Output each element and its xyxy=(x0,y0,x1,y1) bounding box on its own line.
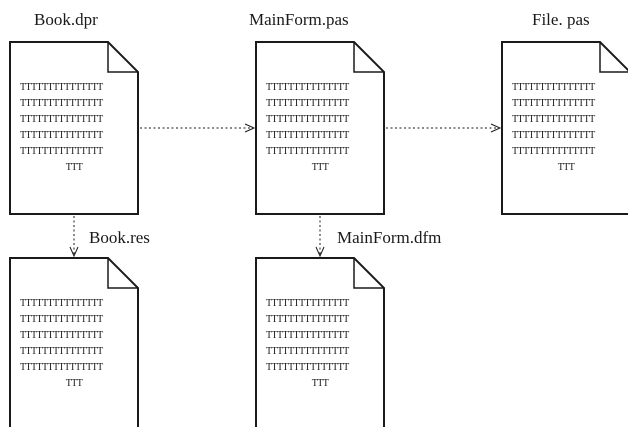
document-page-icon xyxy=(255,41,385,215)
folded-corner xyxy=(599,42,628,73)
label-mainform-dfm: MainForm.dfm xyxy=(337,228,442,247)
filler-text-line: TTTTTTTTTTTTTTT xyxy=(20,82,103,93)
label-book-res: Book.res xyxy=(89,228,150,247)
document-mainform-pas: TTTTTTTTTTTTTTTTTTTTTTTTTTTTTTTTTTTTTTTT… xyxy=(255,41,385,215)
filler-text-line: TTTTTTTTTTTTTTT xyxy=(20,330,103,341)
label-file-pas: File. pas xyxy=(532,10,590,29)
filler-text-line: TTTTTTTTTTTTTTT xyxy=(266,362,349,373)
document-page-icon xyxy=(9,41,139,215)
document-page-icon xyxy=(501,41,628,215)
filler-text-line: TTTTTTTTTTTTTTT xyxy=(512,130,595,141)
filler-text-line: TTTTTTTTTTTTTTT xyxy=(20,98,103,109)
document-book-dpr: TTTTTTTTTTTTTTTTTTTTTTTTTTTTTTTTTTTTTTTT… xyxy=(9,41,139,215)
filler-text-line: TTTTTTTTTTTTTTT xyxy=(266,314,349,325)
filler-text-line: TTTTTTTTTTTTTTT xyxy=(20,362,103,373)
filler-text-line: TTTTTTTTTTTTTTT xyxy=(266,114,349,125)
document-file-pas: TTTTTTTTTTTTTTTTTTTTTTTTTTTTTTTTTTTTTTTT… xyxy=(501,41,628,215)
filler-text-line: TTTTTTTTTTTTTTT xyxy=(266,346,349,357)
document-page-icon xyxy=(9,257,139,427)
folded-corner xyxy=(107,42,138,73)
filler-text-line: TTT xyxy=(312,162,329,173)
folded-corner xyxy=(353,258,384,289)
label-book-dpr: Book.dpr xyxy=(34,10,98,29)
filler-text-line: TTTTTTTTTTTTTTT xyxy=(20,146,103,157)
filler-text-line: TTTTTTTTTTTTTTT xyxy=(20,314,103,325)
filler-text-line: TTT xyxy=(558,162,575,173)
filler-text-line: TTTTTTTTTTTTTTT xyxy=(512,114,595,125)
folded-corner xyxy=(353,42,384,73)
filler-text-line: TTTTTTTTTTTTTTT xyxy=(512,98,595,109)
filler-text-line: TTTTTTTTTTTTTTT xyxy=(266,146,349,157)
filler-text-line: TTT xyxy=(66,378,83,389)
filler-text-line: TTTTTTTTTTTTTTT xyxy=(20,298,103,309)
filler-text-line: TTTTTTTTTTTTTTT xyxy=(20,130,103,141)
filler-text-line: TTTTTTTTTTTTTTT xyxy=(512,82,595,93)
filler-text-line: TTTTTTTTTTTTTTT xyxy=(266,298,349,309)
filler-text-line: TTTTTTTTTTTTTTT xyxy=(20,346,103,357)
filler-text-line: TTTTTTTTTTTTTTT xyxy=(266,330,349,341)
document-mainform-dfm: TTTTTTTTTTTTTTTTTTTTTTTTTTTTTTTTTTTTTTTT… xyxy=(255,257,385,427)
filler-text-line: TTTTTTTTTTTTTTT xyxy=(266,130,349,141)
folded-corner xyxy=(107,258,138,289)
filler-text-line: TTT xyxy=(66,162,83,173)
document-book-res: TTTTTTTTTTTTTTTTTTTTTTTTTTTTTTTTTTTTTTTT… xyxy=(9,257,139,427)
filler-text-line: TTTTTTTTTTTTTTT xyxy=(266,82,349,93)
label-mainform-pas: MainForm.pas xyxy=(249,10,349,29)
filler-text-line: TTTTTTTTTTTTTTT xyxy=(20,114,103,125)
document-page-icon xyxy=(255,257,385,427)
filler-text-line: TTTTTTTTTTTTTTT xyxy=(512,146,595,157)
filler-text-line: TTT xyxy=(312,378,329,389)
filler-text-line: TTTTTTTTTTTTTTT xyxy=(266,98,349,109)
